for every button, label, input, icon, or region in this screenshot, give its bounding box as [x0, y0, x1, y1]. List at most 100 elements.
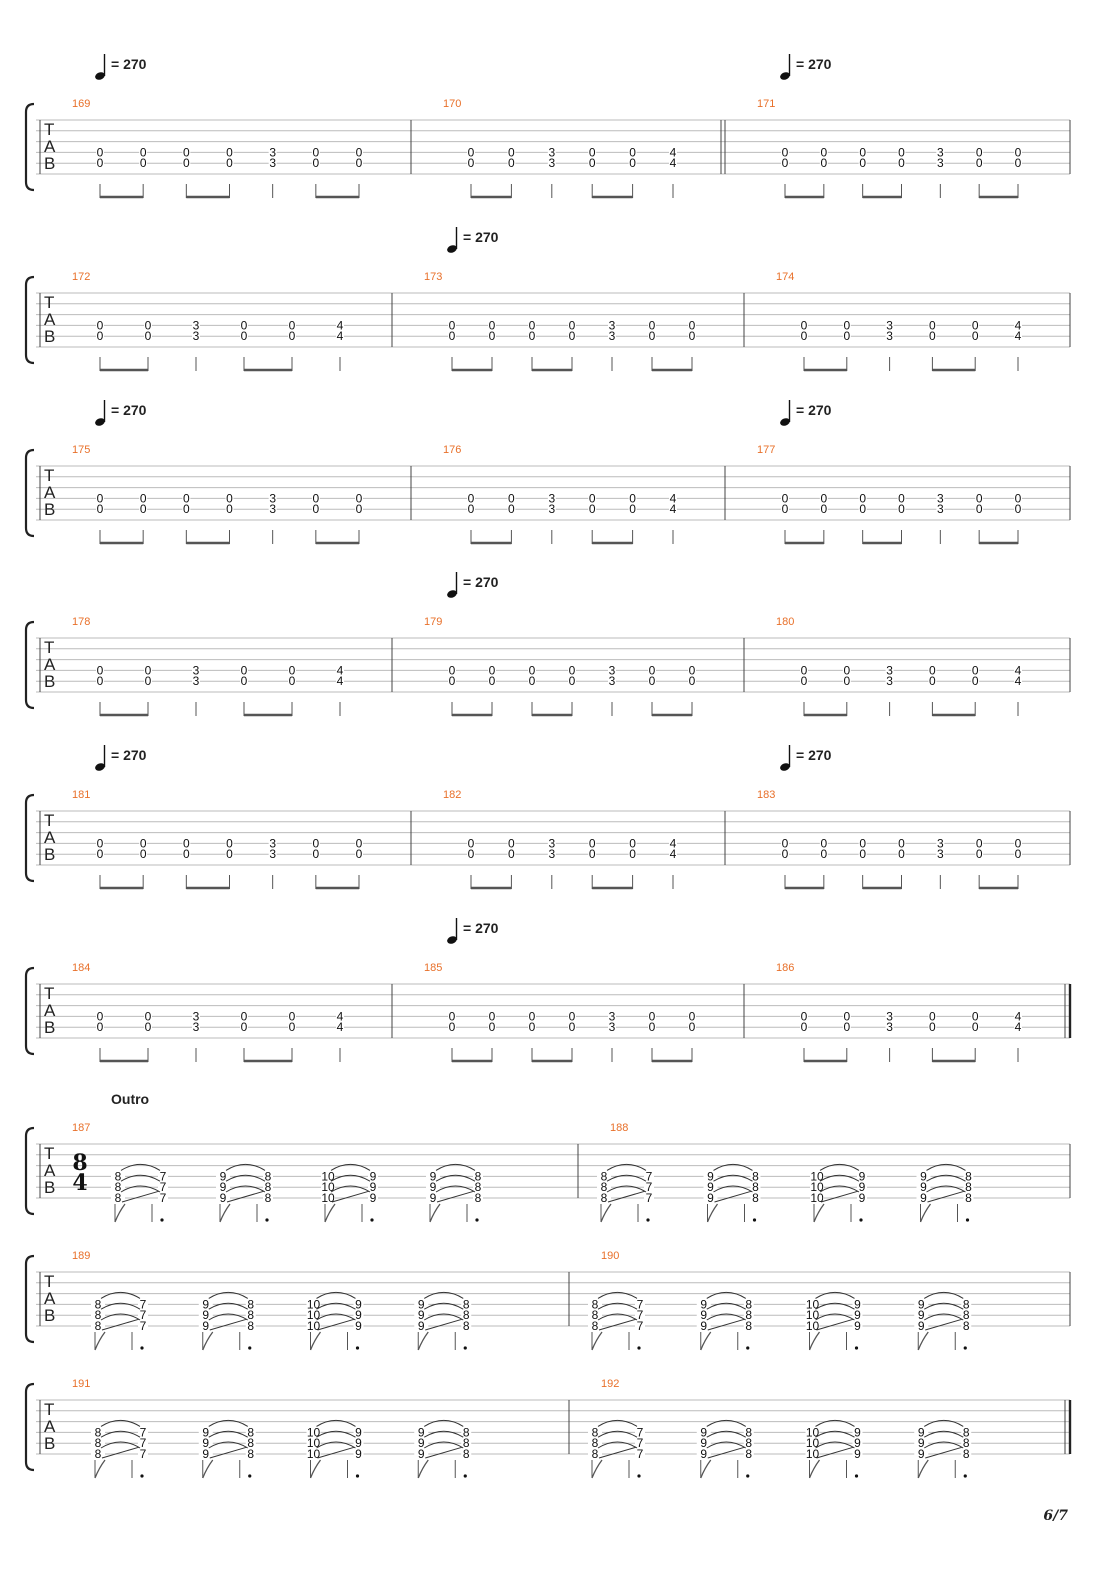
fret-number: 8 [592, 1436, 599, 1450]
page-number: 6/7 [1043, 1508, 1068, 1524]
fret-bg [336, 676, 344, 687]
slur [316, 1302, 356, 1310]
fret-number: 0 [976, 156, 983, 170]
fret-bg [975, 838, 984, 849]
system-bracket [24, 102, 35, 192]
fret-bg [648, 320, 656, 331]
fret-bg [696, 1310, 711, 1321]
fret-bg [91, 1310, 105, 1321]
fret-number: 0 [145, 674, 152, 688]
fret-number: 8 [265, 1191, 272, 1205]
fret-bg [306, 1299, 321, 1310]
slur [597, 1302, 638, 1310]
fret-number: 3 [269, 847, 276, 861]
slur [208, 1430, 249, 1438]
fret-number: 0 [145, 318, 152, 332]
fret-bg [1014, 493, 1022, 504]
dot [355, 1346, 360, 1350]
fret-bg [182, 158, 191, 169]
fret-bg [805, 1427, 820, 1438]
slur [706, 1313, 747, 1321]
fret-number: 3 [609, 674, 616, 688]
fret-number: 0 [183, 836, 190, 850]
note-flag [309, 1459, 322, 1479]
tab-clef-letter: B [44, 845, 55, 864]
fret-number: 0 [629, 156, 636, 170]
system-bracket [24, 448, 35, 538]
fret-number: 3 [548, 502, 555, 516]
slide-line [707, 1318, 745, 1331]
fret-number: 3 [193, 1009, 200, 1023]
slur [597, 1441, 638, 1449]
fret-bg [144, 1022, 152, 1033]
fret-number: 0 [489, 1009, 496, 1023]
slur [120, 1185, 161, 1193]
dot [370, 1218, 374, 1222]
fret-number: 7 [637, 1319, 644, 1333]
slur [330, 1163, 371, 1171]
fret-bg [192, 1022, 200, 1033]
fret-bg [885, 1011, 894, 1022]
fret-bg [805, 1438, 820, 1449]
fret-bg [182, 147, 191, 158]
fret-number: 0 [976, 836, 983, 850]
fret-number: 9 [355, 1447, 362, 1461]
fret-number: 0 [140, 491, 147, 505]
tab-clef-letter: B [44, 154, 55, 173]
fret-bg [750, 1182, 761, 1193]
fret-number: 0 [508, 836, 515, 850]
slur [423, 1313, 464, 1321]
fret-bg [268, 838, 277, 849]
fret-number: 0 [97, 674, 104, 688]
time-signature-top: 8 [72, 1150, 87, 1176]
fret-bg [858, 838, 867, 849]
fret-bg [961, 1438, 972, 1449]
dot [637, 1346, 641, 1350]
fret-bg [608, 665, 616, 676]
fret-bg [547, 838, 556, 849]
fret-number: 8 [95, 1436, 102, 1450]
fret-bg [182, 493, 191, 504]
fret-bg [688, 1011, 696, 1022]
fret-bg [473, 1182, 483, 1193]
fret-number: 0 [898, 491, 905, 505]
fret-bg [842, 665, 851, 676]
fret-bg [588, 1310, 602, 1321]
slur [100, 1419, 141, 1427]
tab-clef-letter: B [44, 1306, 55, 1325]
fret-bg [568, 676, 576, 687]
fret-number: 0 [629, 847, 636, 861]
fret-bg [857, 1171, 867, 1182]
fret-bg [971, 1011, 980, 1022]
fret-number: 9 [920, 1169, 927, 1183]
fret-number: 0 [449, 1009, 456, 1023]
fret-bg [975, 849, 984, 860]
fret-bg [963, 1193, 974, 1203]
fret-bg [608, 1022, 616, 1033]
bar-number: 177 [757, 444, 775, 456]
fret-bg [96, 838, 104, 849]
fret-number: 0 [289, 329, 296, 343]
fret-bg [198, 1299, 213, 1310]
fret-number: 0 [976, 491, 983, 505]
dot [963, 1346, 967, 1350]
fret-number: 0 [226, 145, 233, 159]
fret-number: 0 [468, 145, 475, 159]
fret-bg [588, 1449, 602, 1459]
fret-bg [138, 1321, 148, 1331]
fret-number: 9 [918, 1436, 925, 1450]
fret-number: 7 [637, 1447, 644, 1461]
bar-number: 185 [424, 962, 442, 974]
fret-bg [644, 1193, 654, 1203]
fret-number: 0 [929, 318, 936, 332]
slide-line [331, 1190, 370, 1203]
slur [423, 1419, 464, 1427]
fret-number: 0 [801, 329, 808, 343]
fret-bg [225, 849, 234, 860]
fret-bg [467, 838, 475, 849]
fret-number: 0 [529, 329, 536, 343]
tab-clef-letter: T [44, 466, 54, 485]
fret-number: 7 [646, 1169, 653, 1183]
fret-bg [928, 665, 937, 676]
slur [597, 1313, 638, 1321]
